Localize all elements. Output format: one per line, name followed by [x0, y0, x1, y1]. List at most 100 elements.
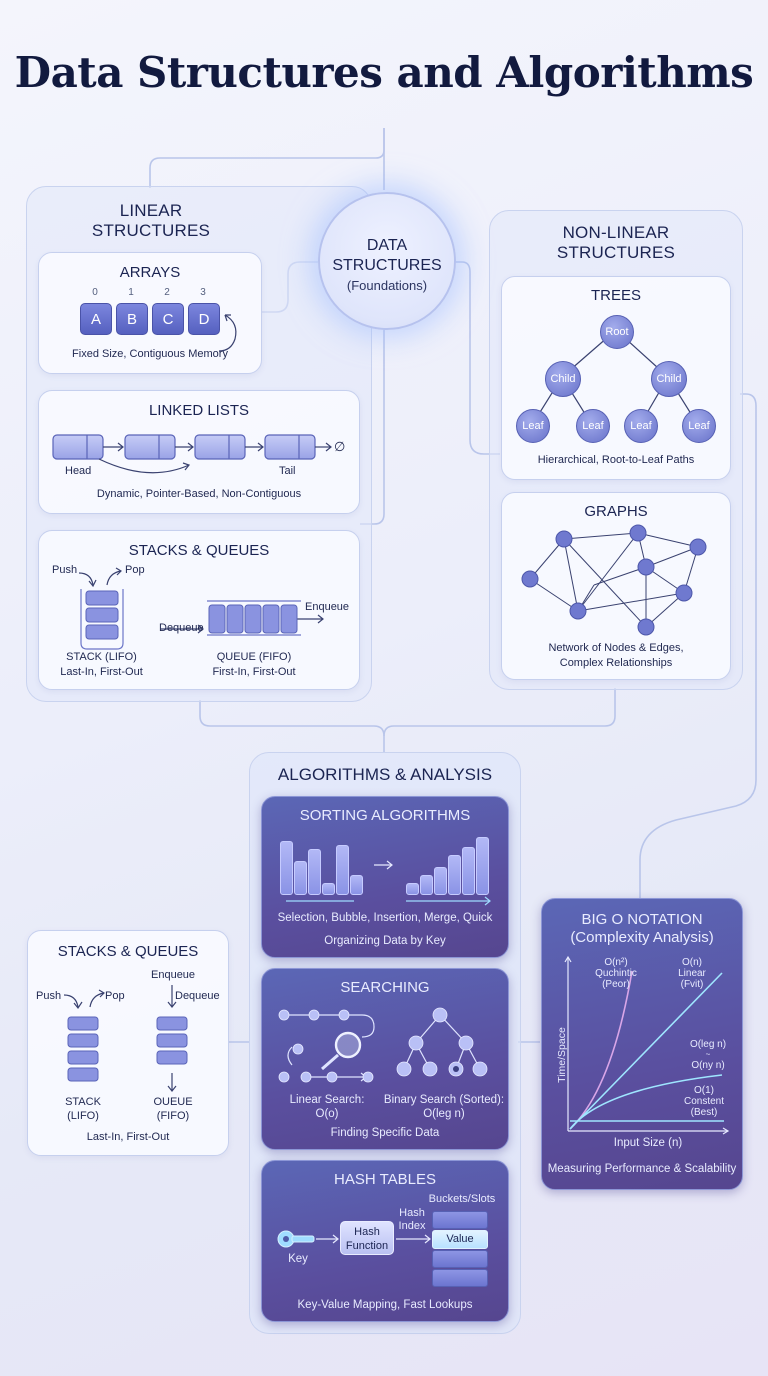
- arrays-title: ARRAYS: [119, 264, 181, 281]
- head-label: Head: [65, 465, 92, 477]
- stacks-queues-side-card: STACKS & QUEUES Push Pop Enqueue Dequeue…: [27, 930, 229, 1156]
- sorting-title: SORTING ALGORITHMS: [299, 807, 471, 824]
- side-stacks-caption: Last-In, First-Out: [86, 1131, 170, 1143]
- sorting-list: Selection, Bubble, Insertion, Merge, Qui…: [277, 912, 493, 924]
- sorted-bar: [462, 847, 475, 895]
- null-symbol: ∅: [334, 439, 346, 454]
- array-cell: A: [80, 303, 112, 335]
- key-label: Key: [288, 1253, 308, 1265]
- sorting-caption: Organizing Data by Key: [324, 935, 446, 947]
- big-o-chart: [564, 955, 730, 1135]
- linked-lists-card: LINKED LISTS ∅ Head Tail Dynamic, Pointe…: [38, 390, 360, 514]
- tail-label: Tail: [279, 465, 296, 477]
- searching-diagram: [278, 1007, 488, 1083]
- trees-caption: Hierarchical, Root-to-Leaf Paths: [537, 454, 695, 466]
- log-label-alt: O(ny n): [691, 1060, 725, 1071]
- log-separator: ~: [705, 1050, 711, 1059]
- tree-root-node: Root: [600, 315, 634, 349]
- stack-queue-diagram: [78, 567, 324, 650]
- stacks-queues-title: STACKS & QUEUES: [128, 542, 270, 559]
- unsorted-bar: [350, 875, 363, 895]
- searching-caption: Finding Specific Data: [330, 1127, 440, 1139]
- buckets-label: Buckets/Slots: [428, 1193, 496, 1205]
- sorting-card: SORTING ALGORITHMS Selection, Bubble, In…: [261, 796, 509, 958]
- unsorted-bar: [280, 841, 293, 895]
- array-index: 0: [92, 287, 98, 298]
- linked-list-diagram: [52, 434, 332, 474]
- tree-leaf-node: Leaf: [682, 409, 716, 443]
- searching-card: SEARCHING Linear Search: O(o) Binary Sea…: [261, 968, 509, 1150]
- push-label: Push: [52, 564, 78, 576]
- side-stack-queue-diagram: [63, 985, 188, 1092]
- searching-title: SEARCHING: [340, 979, 430, 996]
- pop-label: Pop: [125, 564, 145, 576]
- hash-diagram: [277, 1230, 431, 1248]
- unsorted-bar: [294, 861, 307, 895]
- graphs-card: GRAPHS Network of Nodes & Edges, Complex…: [501, 492, 731, 680]
- constant-label: O(1) Constent (Best): [683, 1085, 725, 1118]
- hash-index-label: Hash Index: [398, 1207, 426, 1232]
- array-cell: C: [152, 303, 184, 335]
- hash-tables-card: HASH TABLES Buckets/Slots Key Hash Funct…: [261, 1160, 509, 1322]
- array-index: 2: [164, 287, 170, 298]
- dequeue-label: Dequeue: [159, 622, 204, 634]
- queue-sub-label: First-In, First-Out: [212, 666, 296, 678]
- bucket-slot: [432, 1211, 488, 1229]
- unsorted-bar: [322, 883, 335, 895]
- sorting-arrow: [286, 860, 491, 906]
- graphs-title: GRAPHS: [584, 503, 648, 520]
- side-queue-label: OUEUE (FIFO): [153, 1096, 193, 1122]
- page-title: Data Structures and Algorithms: [14, 48, 754, 97]
- trees-card: TREES Root Child Child Leaf Leaf Leaf Le…: [501, 276, 731, 480]
- hash-function-box: Hash Function: [340, 1221, 394, 1255]
- side-enqueue-label: Enqueue: [151, 969, 196, 981]
- array-loop-arrow: [218, 314, 237, 352]
- bucket-slot: [432, 1269, 488, 1287]
- tree-leaf-node: Leaf: [624, 409, 658, 443]
- sorted-bar: [434, 867, 447, 895]
- quadratic-label: O(n²) Quchintic (Peor): [595, 957, 637, 990]
- hub-sub-label: (Foundations): [346, 278, 428, 293]
- stack-label: STACK (LIFO): [66, 651, 137, 663]
- sorted-bar: [406, 883, 419, 895]
- big-o-xlabel: Input Size (n): [613, 1137, 683, 1149]
- side-stack-label: STACK (LIFO): [65, 1096, 101, 1122]
- sorted-bar: [476, 837, 489, 895]
- linear-curve: [569, 972, 723, 1130]
- stack-sub-label: Last-In, First-Out: [60, 666, 143, 678]
- side-pop-label: Pop: [105, 990, 125, 1002]
- log-label: O(leg n): [689, 1039, 727, 1050]
- hash-tables-title: HASH TABLES: [334, 1171, 436, 1188]
- sorted-bar: [448, 855, 461, 895]
- tree-child-node: Child: [545, 361, 581, 397]
- big-o-caption: Measuring Performance & Scalability: [547, 1163, 737, 1175]
- arrays-card: ARRAYS 0 1 2 3 A B C D Fixed Size, Conti…: [38, 252, 262, 374]
- tree-edges: [531, 329, 699, 426]
- tree-child-node: Child: [651, 361, 687, 397]
- graph-diagram: [521, 524, 707, 636]
- hash-tables-caption: Key-Value Mapping, Fast Lookups: [297, 1299, 473, 1311]
- linked-lists-caption: Dynamic, Pointer-Based, Non-Contiguous: [96, 488, 302, 500]
- array-cell: B: [116, 303, 148, 335]
- tree-leaf-node: Leaf: [576, 409, 610, 443]
- side-dequeue-label: Dequeue: [175, 990, 220, 1002]
- big-o-ylabel: Time/Space: [556, 1027, 568, 1083]
- big-o-title: BIG O NOTATION (Complexity Analysis): [570, 911, 714, 946]
- side-stacks-title: STACKS & QUEUES: [57, 943, 199, 960]
- log-curve: [569, 1074, 723, 1130]
- big-o-card: BIG O NOTATION (Complexity Analysis) Tim…: [541, 898, 743, 1190]
- sorted-bar: [420, 875, 433, 895]
- stacks-queues-card: STACKS & QUEUES Push Pop Enqueue Dequeue…: [38, 530, 360, 690]
- hub-label: DATA STRUCTURES: [332, 237, 442, 274]
- tree-leaf-node: Leaf: [516, 409, 550, 443]
- non-linear-structures-heading: NON-LINEAR STRUCTURES: [556, 223, 676, 262]
- linked-lists-title: LINKED LISTS: [148, 402, 250, 419]
- arrays-caption: Fixed Size, Contiguous Memory: [72, 348, 228, 360]
- enqueue-label: Enqueue: [305, 601, 350, 613]
- trees-title: TREES: [590, 287, 641, 304]
- side-push-label: Push: [36, 990, 62, 1002]
- data-structures-hub: DATA STRUCTURES (Foundations): [318, 192, 456, 330]
- linear-search-label: Linear Search: O(o): [289, 1094, 365, 1120]
- algorithms-heading: ALGORITHMS & ANALYSIS: [277, 765, 493, 784]
